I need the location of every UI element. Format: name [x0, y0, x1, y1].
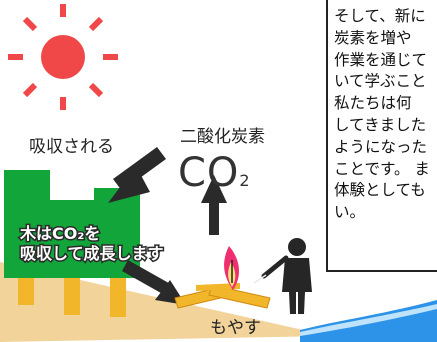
- textbox-line: いて学ぶこと: [334, 72, 427, 91]
- textbox-line: い。: [334, 203, 366, 222]
- textbox-line: してきました: [334, 115, 427, 134]
- textbox-line: ことです。 ま: [334, 159, 430, 178]
- textbox-line: 私たちは何: [334, 94, 412, 113]
- burn-label: もやす: [210, 318, 261, 338]
- tree-icon: [4, 170, 140, 317]
- tree-caption-line2: 吸収して成長します: [19, 243, 166, 265]
- textbox-line: ようになった: [334, 137, 428, 156]
- tree-caption-line1: 木はCO₂を: [18, 223, 101, 245]
- absorbed-label: 吸収される: [29, 137, 114, 157]
- arrow-icon: [108, 147, 227, 305]
- ground-slope: [0, 262, 330, 342]
- textbox-line: 作業を通じて: [334, 50, 428, 69]
- co2-name-label: 二酸化炭素: [180, 127, 265, 147]
- sun-icon: [8, 4, 118, 110]
- water-highlight: [300, 304, 437, 336]
- co2-formula-label: CO2: [178, 150, 251, 196]
- explanation-textbox: そして、新に 炭素を増や 作業を通じて いて学ぶこと 私たちは何 してきました …: [326, 0, 437, 272]
- person-icon: [253, 238, 312, 314]
- textbox-line: 炭素を増や: [334, 28, 412, 47]
- textbox-line: そして、新に: [334, 7, 426, 25]
- co2-formula-main: CO: [178, 150, 240, 196]
- textbox-line: 体験としても: [334, 181, 426, 200]
- campfire-icon: [174, 246, 271, 309]
- co2-formula-sub: 2: [239, 171, 251, 190]
